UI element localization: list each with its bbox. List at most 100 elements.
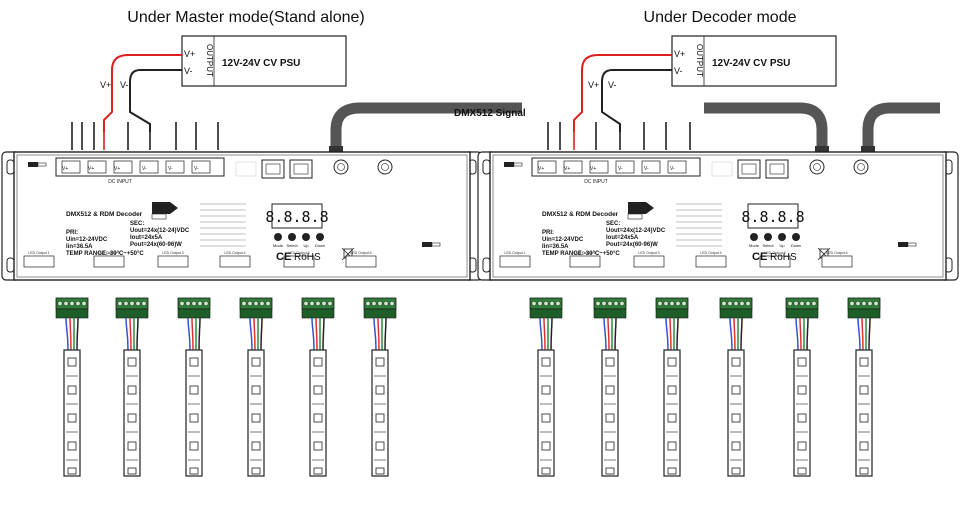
- sec-2: Iout=24x5A: [130, 235, 163, 241]
- panel-master-mode: Under Master mode(Stand alone) V+ V- OUT…: [1, 9, 526, 477]
- dc-terminal-1: V+: [62, 166, 68, 172]
- psu-output: OUTPUT: [695, 44, 704, 77]
- led-strip-3: [655, 297, 689, 477]
- led-strip-4: [239, 297, 273, 477]
- rohs-mark: RoHS: [770, 252, 797, 263]
- seven-seg-display: 8.8.8.8: [741, 208, 804, 226]
- panel-title: Under Decoder mode: [644, 9, 797, 26]
- psu-vplus: V+: [184, 49, 195, 59]
- controller-unit: V+ V+ V+ V- V- V- DC INPUT DMX512 & RDM …: [477, 151, 959, 281]
- ce-mark: CE: [752, 251, 767, 263]
- led-strip-6: [847, 297, 881, 477]
- dmx-signal-cable: [330, 102, 522, 150]
- dc-terminal-4: V-: [142, 166, 147, 172]
- controller-unit: V+ V+ V+ V- V- V- DC INPUT DMX512 & RDM …: [1, 151, 483, 281]
- psu-label: 12V-24V CV PSU: [222, 58, 300, 69]
- led-strip-2: [593, 297, 627, 477]
- sec-2: Iout=24x5A: [606, 235, 639, 241]
- seven-seg-display: 8.8.8.8: [265, 208, 328, 226]
- btn-select-label: Select: [286, 243, 298, 248]
- dc-terminal-2: V+: [564, 166, 570, 172]
- led-output-3-label: LED Output 3: [638, 251, 659, 255]
- dc-terminal-1: V+: [538, 166, 544, 172]
- led-output-6-label: LED Output 6: [826, 251, 847, 255]
- pri-1: Uin=12-24VDC: [66, 237, 108, 243]
- sec-0: SEC:: [130, 221, 144, 227]
- rohs-mark: RoHS: [294, 252, 321, 263]
- pri-2: Iin=36.5A: [542, 244, 569, 250]
- led-output-1-label: LED Output 1: [504, 251, 525, 255]
- pri-0: PRI:: [542, 230, 554, 236]
- led-strip-6: [363, 297, 397, 477]
- dmx-out-cable: [862, 102, 940, 150]
- pri-0: PRI:: [66, 230, 78, 236]
- dc-input-label: DC INPUT: [584, 179, 608, 185]
- wire-label-vminus: V-: [120, 80, 129, 90]
- dc-terminal-6: V-: [194, 166, 199, 172]
- btn-mode-label: Mode: [749, 243, 760, 248]
- psu-vminus: V-: [674, 66, 683, 76]
- dc-terminal-5: V-: [168, 166, 173, 172]
- led-output-5-label: LED Output 5: [764, 251, 785, 255]
- dc-terminal-3: V+: [114, 166, 120, 172]
- led-output-4-label: LED Output 4: [700, 251, 721, 255]
- led-output-1-label: LED Output 1: [28, 251, 49, 255]
- sec-0: SEC:: [606, 221, 620, 227]
- wire-label-vplus: V+: [588, 80, 599, 90]
- led-strip-4: [719, 297, 753, 477]
- psu-box: V+ V- OUTPUT 12V-24V CV PSU: [181, 35, 347, 87]
- led-strip-2: [115, 297, 149, 477]
- model-name: DMX512 & RDM Decoder: [66, 211, 143, 218]
- sec-1: Uout=24x(12-24)VDC: [606, 228, 666, 234]
- dc-input-label: DC INPUT: [108, 179, 132, 185]
- ce-mark: CE: [276, 251, 291, 263]
- led-output-4-label: LED Output 4: [224, 251, 245, 255]
- btn-up-label: Up: [303, 243, 309, 248]
- dc-terminal-2: V+: [88, 166, 94, 172]
- dmx-signal-label: DMX512 Signal: [454, 108, 526, 119]
- xlr-plug-out: [861, 146, 875, 154]
- dmx-in-cable: [704, 102, 828, 150]
- model-name: DMX512 & RDM Decoder: [542, 211, 619, 218]
- xlr-plug-in: [815, 146, 829, 154]
- dc-terminal-6: V-: [670, 166, 675, 172]
- negative-wire: [601, 69, 672, 132]
- psu-output: OUTPUT: [205, 44, 214, 77]
- psu-box: V+ V- OUTPUT 12V-24V CV PSU: [671, 35, 837, 87]
- xlr-plug: [329, 146, 343, 154]
- dc-terminal-5: V-: [644, 166, 649, 172]
- btn-up-label: Up: [779, 243, 785, 248]
- wire-label-vminus: V-: [608, 80, 617, 90]
- sec-3: Pout=24x(60-96)W: [606, 242, 658, 248]
- dc-terminal-3: V+: [590, 166, 596, 172]
- led-strip-1: [55, 297, 89, 477]
- pri-1: Uin=12-24VDC: [542, 237, 584, 243]
- positive-wire: [573, 54, 672, 132]
- pri-2: Iin=36.5A: [66, 244, 93, 250]
- psu-label: 12V-24V CV PSU: [712, 58, 790, 69]
- dc-terminal-4: V-: [618, 166, 623, 172]
- positive-wire: [103, 54, 182, 132]
- led-strip-1: [529, 297, 563, 477]
- led-strip-3: [177, 297, 211, 477]
- btn-down-label: Down: [791, 243, 801, 248]
- led-output-3-label: LED Output 3: [162, 251, 183, 255]
- psu-vminus: V-: [184, 66, 193, 76]
- sec-3: Pout=24x(60-96)W: [130, 242, 182, 248]
- led-output-5-label: LED Output 5: [288, 251, 309, 255]
- panel-title: Under Master mode(Stand alone): [127, 9, 364, 26]
- psu-vplus: V+: [674, 49, 685, 59]
- btn-mode-label: Mode: [273, 243, 284, 248]
- led-strip-5: [301, 297, 335, 477]
- wire-label-vplus: V+: [100, 80, 111, 90]
- temp-range: TEMP RANGE:-30°C~+50°C: [66, 251, 144, 257]
- led-output-2-label: LED Output 2: [574, 251, 595, 255]
- led-output-2-label: LED Output 2: [98, 251, 119, 255]
- sec-1: Uout=24x(12-24)VDC: [130, 228, 190, 234]
- temp-range: TEMP RANGE:-30°C~+50°C: [542, 251, 620, 257]
- led-output-6-label: LED Output 6: [350, 251, 371, 255]
- btn-select-label: Select: [762, 243, 774, 248]
- panel-decoder-mode: Under Decoder mode V+ V- OUTPUT 12V-24V …: [477, 9, 959, 477]
- negative-wire: [129, 69, 182, 132]
